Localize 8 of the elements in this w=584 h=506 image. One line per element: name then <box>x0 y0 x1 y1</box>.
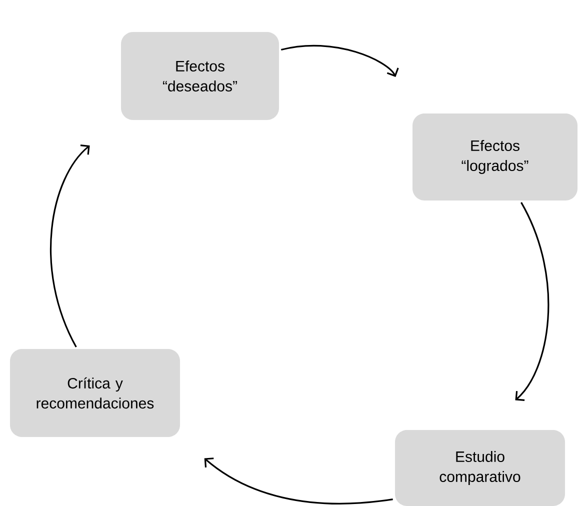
process-box: Crítica y recomendaciones <box>10 349 180 437</box>
arrow <box>280 44 399 77</box>
process-box: Estudio comparativo <box>395 430 565 506</box>
arrow <box>50 144 90 348</box>
process-box: Efectos “deseados” <box>121 32 279 120</box>
process-box: Efectos “logrados” <box>412 114 578 200</box>
arrow <box>515 202 550 401</box>
arrow <box>204 458 393 504</box>
